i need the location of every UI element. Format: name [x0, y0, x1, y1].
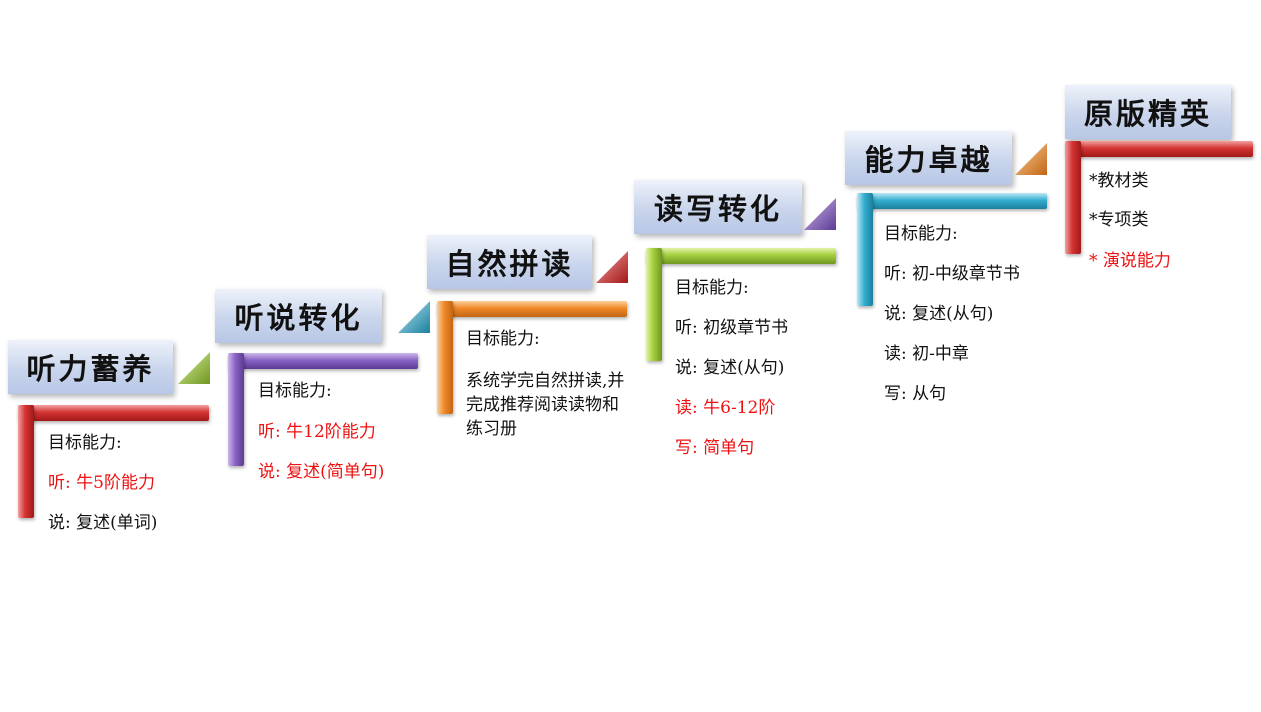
step-2-triangle [398, 301, 430, 333]
step-4-line-1: 听: 初级章节书 [675, 318, 789, 338]
step-4-title: 读写转化 [634, 180, 802, 234]
step-2-bracket-top [228, 353, 418, 369]
step-5-line-4: 写: 从句 [884, 384, 947, 404]
step-3-paragraph: 系统学完自然拼读,并完成推荐阅读读物和练习册 [466, 371, 625, 439]
step-2-title: 听说转化 [215, 289, 382, 343]
step-1-title: 听力蓄养 [8, 340, 173, 394]
step-4-bracket-top [646, 248, 836, 264]
step-1-bracket-side [18, 405, 34, 518]
step-2-line-1: 听: 牛12阶能力 [258, 422, 376, 442]
step-1-triangle [178, 352, 210, 384]
step-4-bracket-side [646, 248, 662, 361]
step-5-bracket-top [857, 193, 1047, 209]
step-3-bracket-top [437, 301, 627, 317]
step-3-title: 自然拼读 [427, 235, 592, 289]
step-4-line-3: 读: 牛6-12阶 [675, 398, 776, 418]
step-2-bracket-side [228, 353, 244, 466]
step-4-triangle [804, 198, 836, 230]
step-5-bracket-side [857, 193, 873, 306]
step-1-line-2: 说: 复述(单词) [48, 513, 158, 533]
step-6-bracket-side [1065, 141, 1081, 254]
step-6-line-3: * 演说能力 [1089, 251, 1171, 271]
step-6-title: 原版精英 [1065, 85, 1231, 139]
step-3-triangle [596, 251, 628, 283]
step-5-heading: 目标能力: [884, 224, 958, 244]
step-4-heading: 目标能力: [675, 278, 749, 298]
step-6-bracket-top [1065, 141, 1253, 157]
step-3-bracket-side [437, 301, 453, 414]
step-5-line-3: 读: 初-中章 [884, 344, 969, 364]
step-5-line-2: 说: 复述(从句) [884, 304, 994, 324]
step-1-heading: 目标能力: [48, 433, 122, 453]
step-6-line-2: *专项类 [1089, 210, 1149, 230]
step-5-line-1: 听: 初-中级章节书 [884, 264, 1020, 284]
step-4-line-4: 写: 简单句 [675, 438, 755, 458]
step-1-line-1: 听: 牛5阶能力 [48, 473, 155, 493]
step-3-heading: 目标能力: [466, 329, 540, 349]
step-1-bracket-top [18, 405, 209, 421]
step-5-title: 能力卓越 [845, 131, 1012, 185]
step-4-line-2: 说: 复述(从句) [675, 358, 785, 378]
step-2-heading: 目标能力: [258, 381, 332, 401]
step-5-triangle [1015, 143, 1047, 175]
step-6-line-1: *教材类 [1089, 171, 1149, 191]
step-2-line-2: 说: 复述(简单句) [258, 462, 385, 482]
